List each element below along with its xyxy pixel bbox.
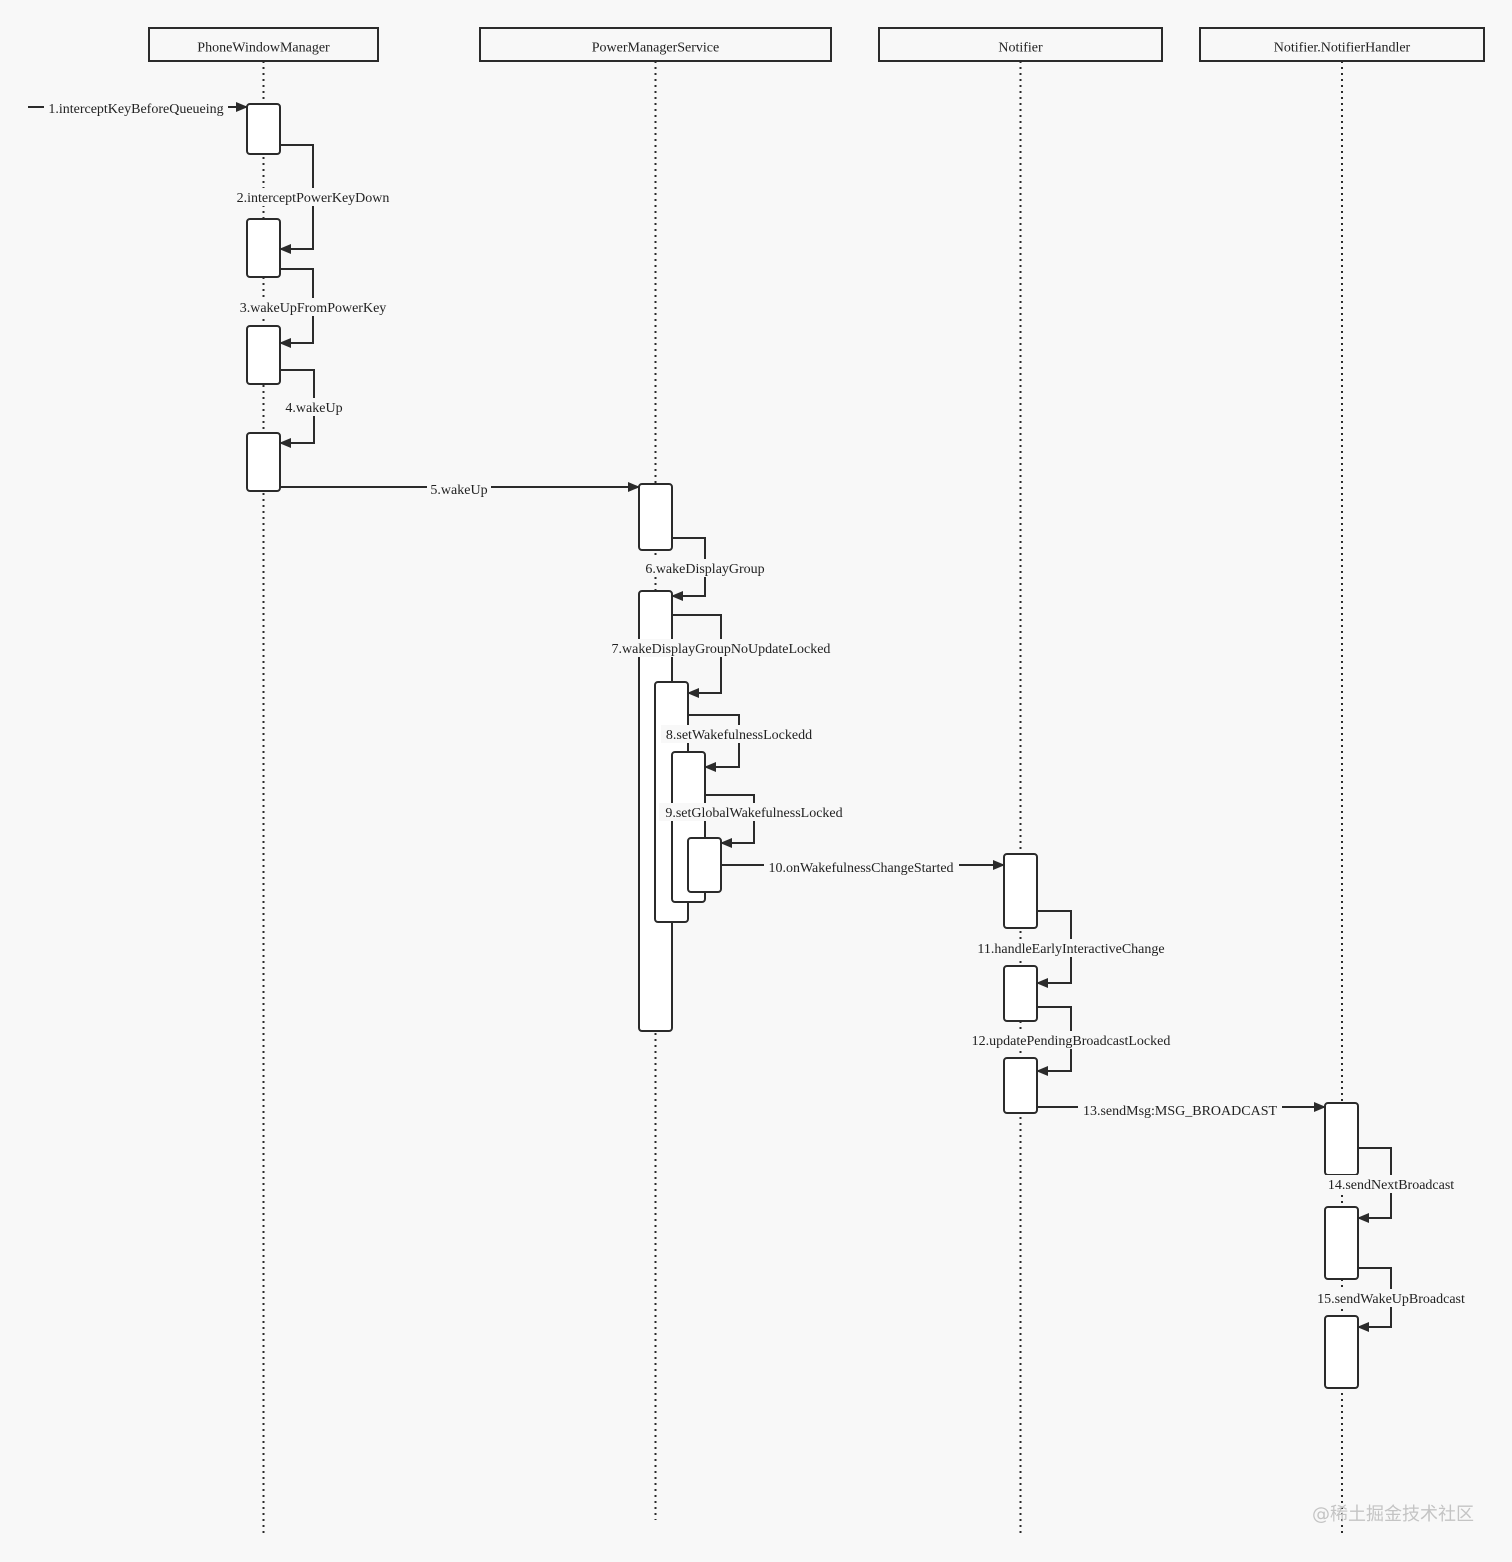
activation-bar	[1324, 1206, 1359, 1280]
message-label: 15.sendWakeUpBroadcast	[1317, 1292, 1465, 1307]
label-background	[971, 939, 1170, 957]
message-label: 12.updatePendingBroadcastLocked	[972, 1034, 1171, 1049]
message-label: 9.setGlobalWakefulnessLocked	[665, 806, 842, 821]
message-label: 2.interceptPowerKeyDown	[237, 191, 390, 206]
message-4: 4.wakeUp	[279, 369, 346, 448]
participant-notifier: Notifier	[878, 27, 1163, 62]
message-6: 6.wakeDisplayGroup	[641, 537, 769, 601]
participant-power-manager-service: PowerManagerService	[479, 27, 832, 62]
message-label: 14.sendNextBroadcast	[1328, 1178, 1454, 1193]
label-background	[1078, 1101, 1282, 1119]
activation-bar	[687, 837, 722, 893]
activation-bar	[246, 432, 281, 492]
activation-bar	[246, 325, 281, 385]
message-2: 2.interceptPowerKeyDown	[232, 144, 394, 254]
participant-box	[1199, 27, 1485, 62]
participant-label: Notifier.NotifierHandler	[1274, 41, 1411, 56]
participant-notifier-handler: Notifier.NotifierHandler	[1199, 27, 1485, 62]
message-9: 9.setGlobalWakefulnessLocked	[659, 794, 849, 848]
label-background	[1312, 1289, 1470, 1307]
message-7: 7.wakeDisplayGroupNoUpdateLocked	[606, 614, 836, 698]
message-14: 14.sendNextBroadcast	[1323, 1147, 1459, 1223]
activation-bar	[638, 483, 673, 551]
label-background	[427, 480, 491, 498]
label-background	[44, 99, 228, 117]
participant-box	[479, 27, 832, 62]
activation-bar	[1324, 1315, 1359, 1389]
label-background	[641, 559, 769, 577]
message-label: 7.wakeDisplayGroupNoUpdateLocked	[612, 642, 831, 657]
participant-phone-window-manager: PhoneWindowManager	[148, 27, 379, 62]
activation-bar	[246, 218, 281, 278]
label-background	[232, 188, 394, 206]
message-10: 10.onWakefulnessChangeStarted	[721, 858, 1005, 876]
message-label: 4.wakeUp	[285, 401, 342, 416]
label-background	[282, 398, 346, 416]
activation-bar	[1003, 965, 1038, 1022]
activation-bar	[1003, 1057, 1038, 1114]
participant-label: Notifier	[998, 41, 1043, 56]
message-11: 11.handleEarlyInteractiveChange	[971, 910, 1170, 988]
message-label: 6.wakeDisplayGroup	[645, 562, 764, 577]
message-8: 8.setWakefulnessLockedd	[661, 714, 817, 772]
message-label: 5.wakeUp	[430, 483, 487, 498]
message-1: 1.interceptKeyBeforeQueueing	[28, 99, 248, 117]
label-background	[966, 1031, 1176, 1049]
activation-bar	[1003, 853, 1038, 929]
message-label: 10.onWakefulnessChangeStarted	[768, 861, 953, 876]
label-background	[1323, 1175, 1459, 1193]
label-background	[764, 858, 959, 876]
participant-label: PhoneWindowManager	[197, 41, 330, 56]
participant-box	[148, 27, 379, 62]
activation-bar	[246, 103, 281, 155]
message-15: 15.sendWakeUpBroadcast	[1312, 1267, 1470, 1332]
message-label: 13.sendMsg:MSG_BROADCAST	[1083, 1104, 1278, 1119]
message-5: 5.wakeUp	[280, 480, 640, 498]
message-12: 12.updatePendingBroadcastLocked	[966, 1006, 1176, 1076]
message-13: 13.sendMsg:MSG_BROADCAST	[1037, 1101, 1326, 1119]
label-background	[661, 725, 817, 743]
watermark: @稀土掘金技术社区	[1312, 1504, 1474, 1525]
message-label: 3.wakeUpFromPowerKey	[240, 301, 387, 316]
participant-label: PowerManagerService	[592, 41, 720, 56]
message-label: 11.handleEarlyInteractiveChange	[977, 942, 1164, 957]
label-background	[606, 639, 836, 657]
message-3: 3.wakeUpFromPowerKey	[235, 268, 391, 348]
activation-bar	[1324, 1102, 1359, 1176]
message-label: 8.setWakefulnessLockedd	[666, 728, 812, 743]
label-background	[659, 803, 849, 821]
message-label: 1.interceptKeyBeforeQueueing	[48, 102, 223, 117]
label-background	[235, 298, 391, 316]
